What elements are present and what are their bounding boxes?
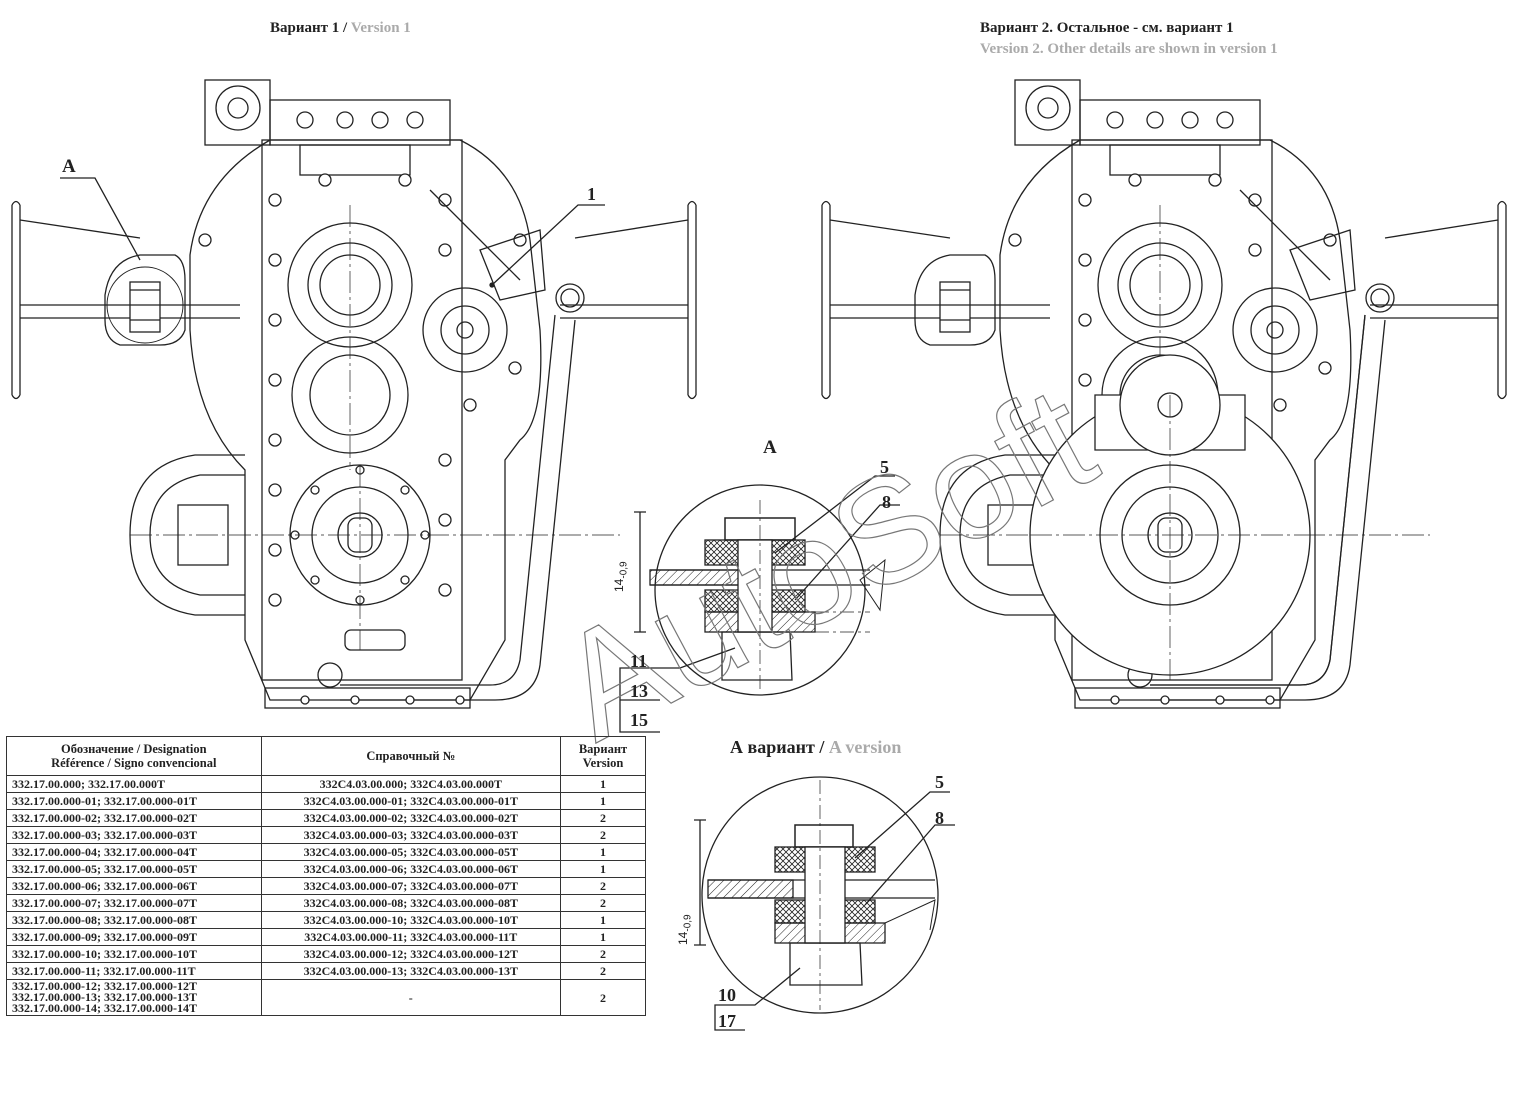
dimension-variant: 14-0,9: [676, 914, 693, 945]
detail-a-variant-title-en: A version: [828, 737, 902, 757]
table-cell-version: 1: [560, 911, 646, 929]
table-cell-version: 2: [560, 894, 646, 912]
callout-17: 17: [718, 1011, 736, 1031]
table-cell-version: 2: [560, 826, 646, 844]
table-cell-reference: -: [260, 979, 562, 1016]
table-cell-version: 1: [560, 860, 646, 878]
table-cell-reference: 332С4.03.00.000-03; 332С4.03.00.000-03T: [260, 826, 562, 844]
table-cell-designation: 332.17.00.000; 332.17.00.000T: [6, 775, 262, 793]
header-designation: Обозначение / Designation Référence / Si…: [6, 736, 262, 776]
detail-a-title: A: [763, 437, 777, 458]
table-cell-version: 2: [560, 877, 646, 895]
table-cell-version: 1: [560, 792, 646, 810]
header-version-line1: Вариант: [578, 742, 628, 756]
version1-title: Вариант 1 / Version 1: [270, 20, 411, 37]
table-cell-version: 2: [560, 979, 646, 1016]
callout-1: 1: [587, 184, 596, 204]
callout-5: 5: [880, 457, 889, 477]
dimension-v1-main: 14: [612, 578, 626, 592]
view-a-circle: [106, 266, 184, 344]
dimension-variant-main: 14: [676, 931, 690, 945]
table-cell-designation: 332.17.00.000-06; 332.17.00.000-06T: [6, 877, 262, 895]
view-a-leader: [60, 177, 141, 261]
table-cell-reference: 332С4.03.00.000-13; 332С4.03.00.000-13T: [260, 962, 562, 980]
callout-8b: 8: [935, 808, 944, 828]
table-cell-designation: 332.17.00.000-07; 332.17.00.000-07T: [6, 894, 262, 912]
version1-title-ru: Вариант 1 /: [270, 20, 348, 36]
table-cell-version: 1: [560, 843, 646, 861]
table-cell-reference: 332С4.03.00.000-12; 332С4.03.00.000-12T: [260, 945, 562, 963]
last-designation-2: 332.17.00.000-13; 332.17.00.000-13T: [12, 990, 197, 1004]
header-reference: Справочный №: [260, 736, 562, 776]
table-cell-reference: 332С4.03.00.000-11; 332С4.03.00.000-11T: [260, 928, 562, 946]
table-header-row: Обозначение / Designation Référence / Si…: [6, 736, 646, 776]
header-designation-line2: Référence / Signo convencional: [51, 756, 217, 770]
table-cell-designation: 332.17.00.000-08; 332.17.00.000-08T: [6, 911, 262, 929]
callout-13: 13: [630, 681, 648, 701]
table-cell-reference: 332С4.03.00.000-02; 332С4.03.00.000-02T: [260, 809, 562, 827]
callout-1-leader: [491, 204, 605, 286]
table-cell-reference: 332С4.03.00.000; 332С4.03.00.000T: [260, 775, 562, 793]
view-a-mark: A: [62, 156, 76, 177]
header-version: Вариант Version: [560, 736, 646, 776]
table-cell-reference: 332С4.03.00.000-07; 332С4.03.00.000-07T: [260, 877, 562, 895]
version-table: Обозначение / Designation Référence / Si…: [6, 736, 646, 1016]
callout-10: 10: [718, 985, 736, 1005]
table-cell-designation: 332.17.00.000-01; 332.17.00.000-01T: [6, 792, 262, 810]
version1-title-en: Version 1: [350, 20, 411, 36]
dimension-v1-tol: -0,9: [618, 561, 630, 579]
table-cell-designation: 332.17.00.000-03; 332.17.00.000-03T: [6, 826, 262, 844]
table-cell-reference: 332С4.03.00.000-01; 332С4.03.00.000-01T: [260, 792, 562, 810]
callout-8: 8: [882, 492, 891, 512]
table-cell-reference: 332С4.03.00.000-08; 332С4.03.00.000-08T: [260, 894, 562, 912]
detail-a-variant-title-ru: А вариант /: [730, 737, 825, 757]
table-cell-designation: 332.17.00.000-10; 332.17.00.000-10T: [6, 945, 262, 963]
table-cell-designation: 332.17.00.000-12; 332.17.00.000-12T 332.…: [6, 979, 262, 1016]
version2-assembly: [821, 79, 1507, 709]
header-designation-line1: Обозначение / Designation: [61, 742, 207, 756]
callout-5b: 5: [935, 772, 944, 792]
detail-a-variant-title: А вариант / A version: [730, 737, 901, 758]
version2-title-ru: Вариант 2. Остальное - см. вариант 1: [980, 20, 1234, 36]
callout-11: 11: [630, 651, 648, 671]
version2-title-en: Version 2. Other details are shown in ve…: [980, 41, 1278, 57]
table-cell-designation: 332.17.00.000-09; 332.17.00.000-09T: [6, 928, 262, 946]
table-cell-version: 2: [560, 945, 646, 963]
header-version-line2: Version: [582, 756, 624, 770]
table-cell-reference: 332С4.03.00.000-06; 332С4.03.00.000-06T: [260, 860, 562, 878]
table-cell-reference: 332С4.03.00.000-05; 332С4.03.00.000-05T: [260, 843, 562, 861]
table-cell-designation: 332.17.00.000-05; 332.17.00.000-05T: [6, 860, 262, 878]
table-cell-designation: 332.17.00.000-04; 332.17.00.000-04T: [6, 843, 262, 861]
last-designation-3: 332.17.00.000-14; 332.17.00.000-14T: [12, 1001, 197, 1015]
table-row-last: 332.17.00.000-12; 332.17.00.000-12T 332.…: [6, 979, 646, 1016]
table-cell-designation: 332.17.00.000-02; 332.17.00.000-02T: [6, 809, 262, 827]
dimension-v1: 14-0,9: [612, 561, 629, 592]
dimension-variant-tol: -0,9: [682, 914, 694, 932]
table-cell-version: 2: [560, 809, 646, 827]
table-cell-version: 1: [560, 775, 646, 793]
detail-a-variant: [694, 776, 955, 1031]
table-cell-version: 2: [560, 962, 646, 980]
table-cell-version: 1: [560, 928, 646, 946]
last-designation-1: 332.17.00.000-12; 332.17.00.000-12T: [12, 979, 197, 993]
detail-a-v1: [619, 475, 900, 733]
table-cell-designation: 332.17.00.000-11; 332.17.00.000-11T: [6, 962, 262, 980]
callout-15: 15: [630, 710, 648, 730]
table-cell-reference: 332С4.03.00.000-10; 332С4.03.00.000-10T: [260, 911, 562, 929]
